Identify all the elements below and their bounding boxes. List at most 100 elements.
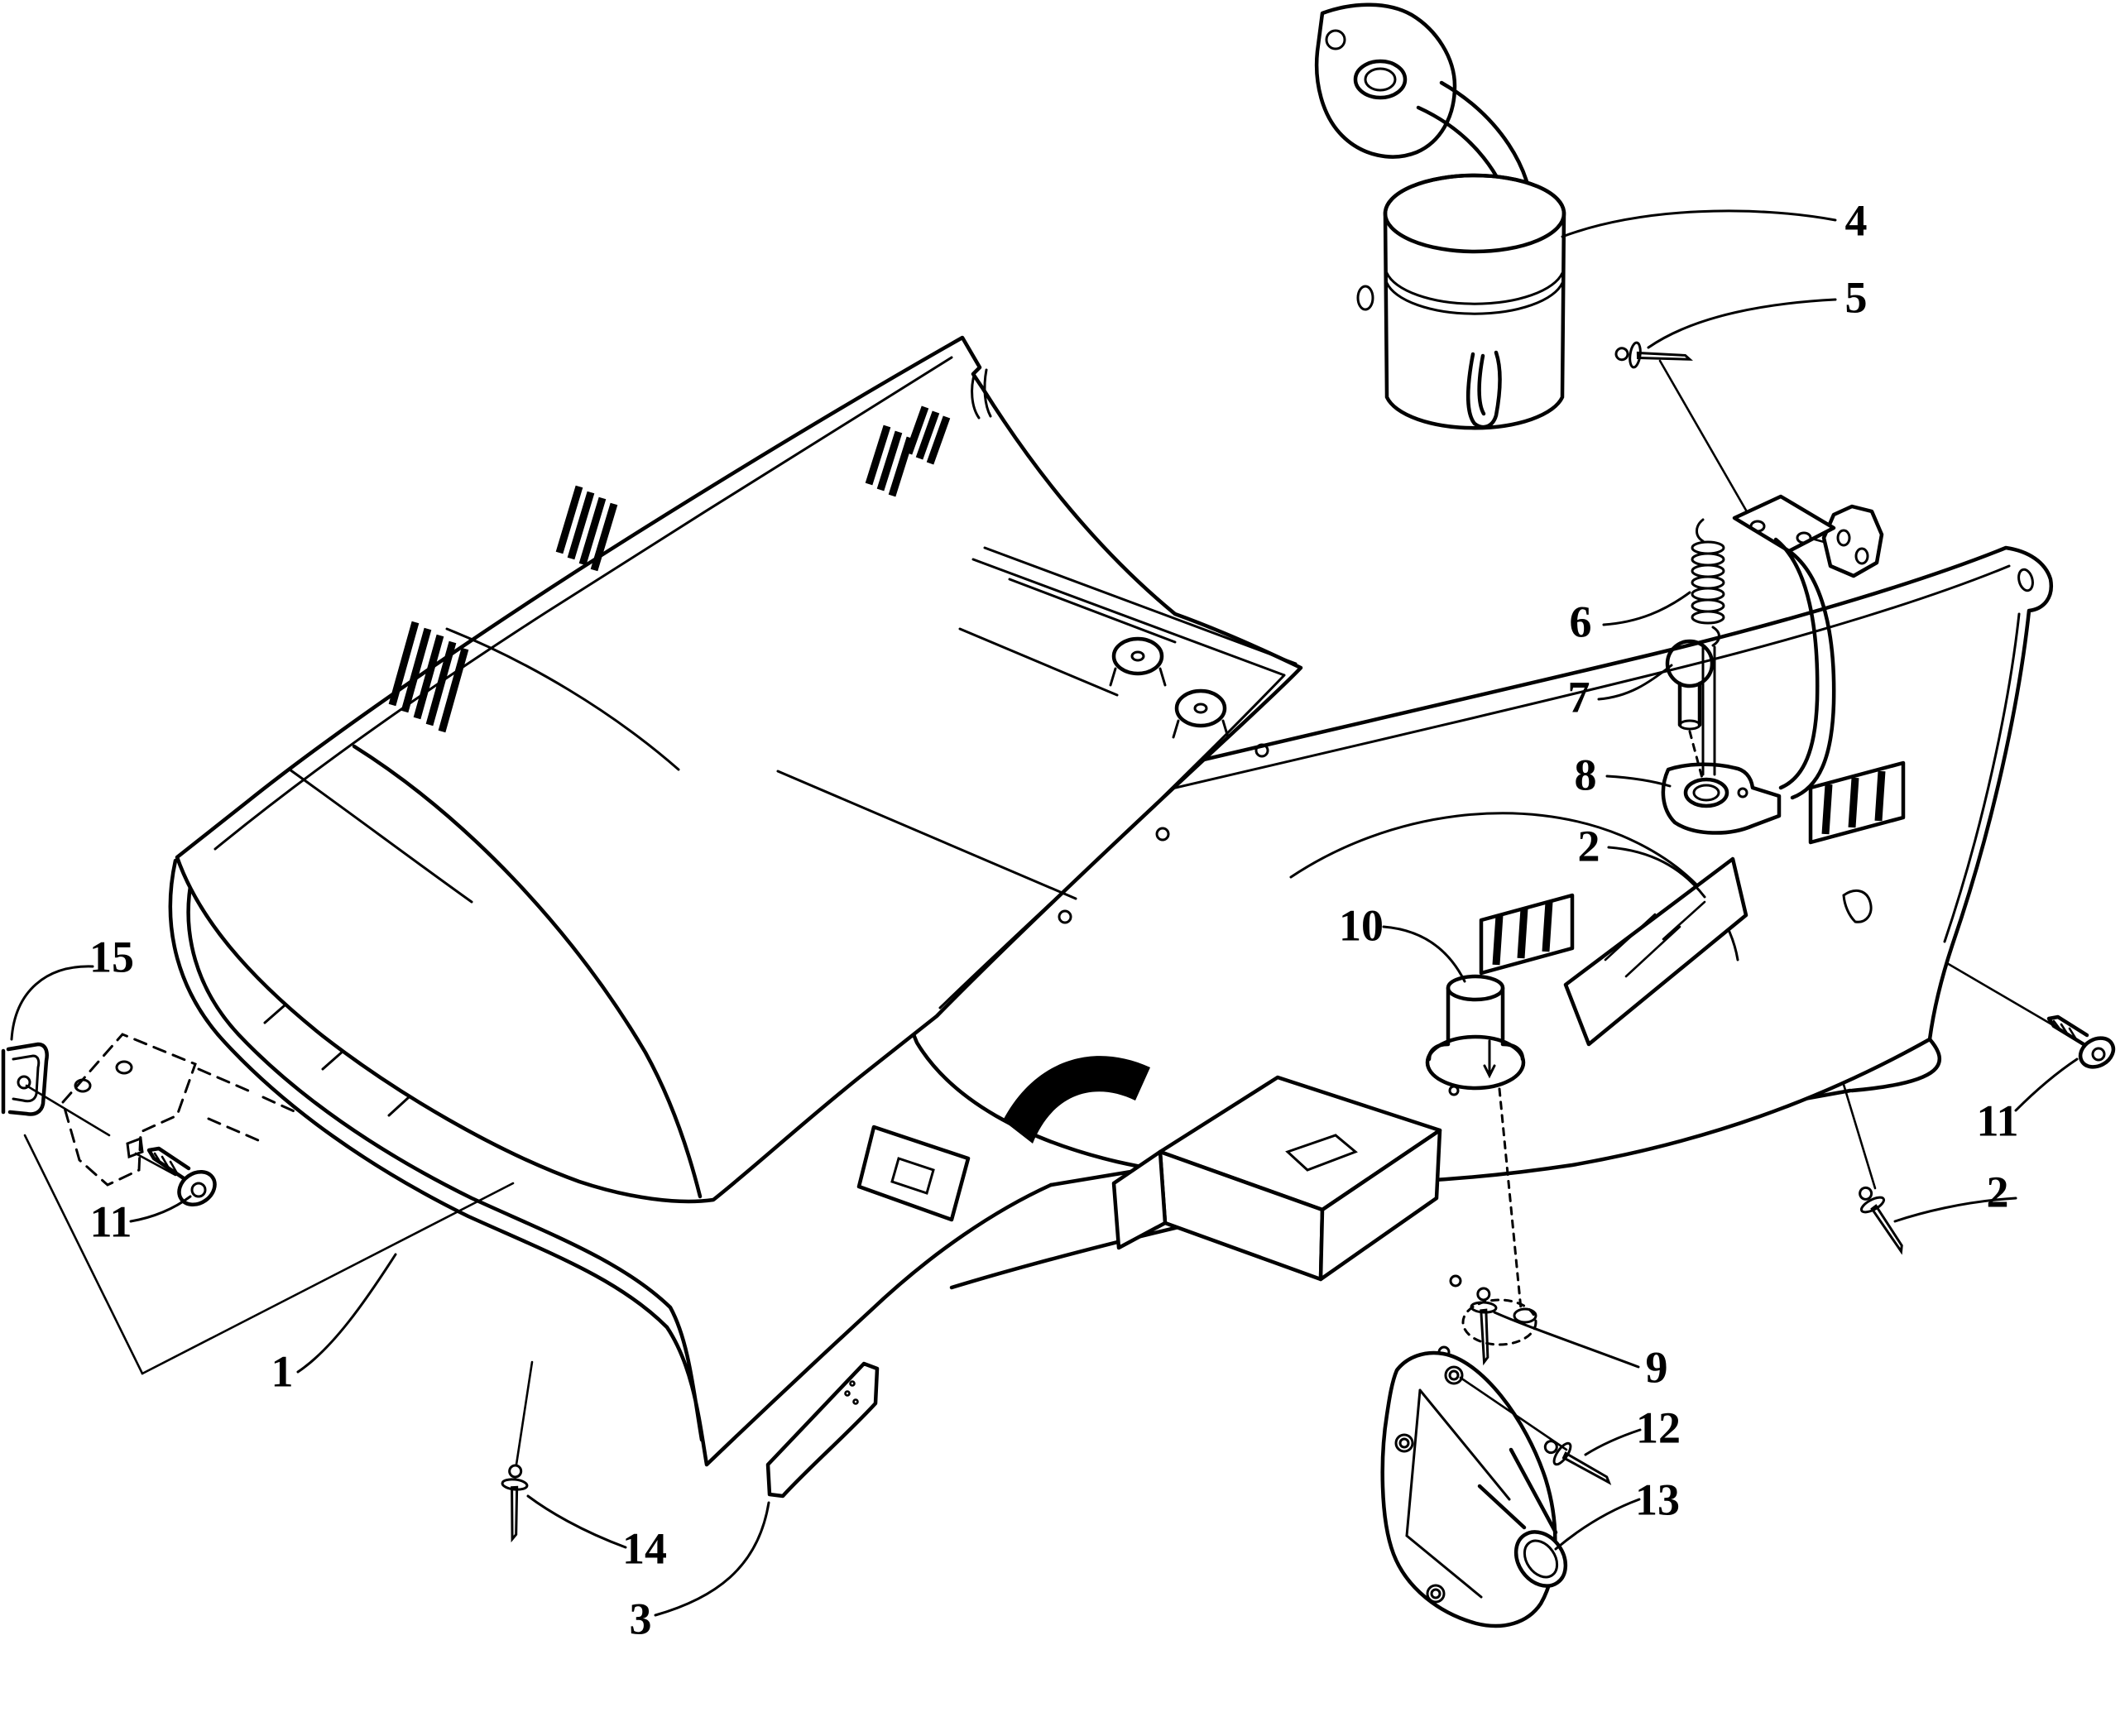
bracket-screw-line <box>134 1152 177 1177</box>
muffler-stub <box>1356 285 1374 311</box>
cover-rivet-line <box>1459 1376 1568 1451</box>
rivet-cap <box>1859 1186 1873 1201</box>
decal-strip-body <box>765 1361 880 1499</box>
leader-6 <box>1602 591 1691 626</box>
muffler-flange <box>1314 2 1457 159</box>
pan-nose-band <box>168 858 1053 1467</box>
callout-5: 5 <box>1845 272 1868 322</box>
decal-strip <box>765 1361 880 1499</box>
ball-knob <box>1665 639 1715 783</box>
side-panel-corner-tab <box>1842 889 1873 923</box>
callout-2-upper: 2 <box>1578 821 1600 870</box>
rivet-flange <box>1859 1196 1886 1214</box>
leader-9 <box>1493 1311 1640 1369</box>
rivet-cap <box>508 1464 523 1479</box>
leader-4 <box>1561 209 1837 238</box>
rivet-muffler-bracket <box>1614 341 1693 369</box>
callout-10: 10 <box>1339 900 1384 950</box>
callout-12: 12 <box>1636 1403 1681 1452</box>
console-bracket-wing <box>1111 1149 1168 1250</box>
callout-6: 6 <box>1570 597 1592 646</box>
slotted-plate <box>856 1125 971 1222</box>
leader-1 <box>296 1253 397 1374</box>
console-panel <box>175 335 1303 1204</box>
cover-hole <box>1448 1369 1460 1381</box>
leader-2-right <box>1893 1196 2017 1223</box>
callout-7: 7 <box>1568 672 1590 722</box>
leader-11-left <box>129 1195 192 1223</box>
hidden-bracket-dashes <box>197 1067 301 1142</box>
hanger-strap <box>1773 537 1836 800</box>
exhaust-spring <box>1691 518 1725 647</box>
muffler-clip <box>1466 350 1502 429</box>
screw-threads <box>2052 1019 2078 1041</box>
apex-clip <box>971 368 992 420</box>
leader-15 <box>10 965 94 1041</box>
left-small-parts <box>1 1033 301 1187</box>
clip-inner <box>12 1054 41 1103</box>
hex-plate-hole-2 <box>1854 547 1869 565</box>
console-bracket-side <box>1318 1128 1442 1282</box>
hidden-bracket-hole <box>115 1060 133 1075</box>
clip-outer <box>6 1042 49 1116</box>
vent-louvers-apex <box>865 405 951 497</box>
hanger-top-plate <box>1732 494 1836 554</box>
cover-inner-lines <box>1405 1388 1511 1599</box>
side-panel-louvers-front <box>1492 901 1553 966</box>
muffler-flange-hole-inner <box>1364 67 1397 92</box>
hanger-hole-1 <box>1749 520 1766 533</box>
decal-strip-texture <box>844 1390 851 1397</box>
knob-stem <box>1677 681 1702 727</box>
console-hump <box>352 744 703 1199</box>
rivet-flange <box>1629 341 1642 369</box>
rivet-flange <box>501 1478 529 1491</box>
callout-2-right: 2 <box>1987 1167 2009 1216</box>
rivet-upper <box>1470 1287 1498 1366</box>
rivet-shaft <box>1636 351 1693 361</box>
boss-top <box>1174 688 1227 728</box>
leader-5 <box>1647 298 1837 349</box>
screw-right <box>2046 1014 2116 1069</box>
callout-3: 3 <box>630 1594 652 1643</box>
muffler <box>1314 2 1566 430</box>
clip-alignment-line <box>25 1084 111 1137</box>
cover-hole <box>1398 1437 1410 1449</box>
leader-3 <box>654 1501 770 1617</box>
rivet-front-line <box>515 1360 534 1466</box>
boss-hole <box>1130 650 1145 662</box>
grommet-dashed-line <box>1498 1087 1523 1311</box>
rivet5-bracket-line <box>1658 359 1756 526</box>
tray-rim-hole-1 <box>1254 743 1269 758</box>
muffler-band <box>1385 271 1564 315</box>
screw-shank <box>146 1146 191 1181</box>
side-panel-louvers-rear <box>1821 770 1886 835</box>
callout-15: 15 <box>89 932 134 981</box>
spring-coil <box>1691 540 1725 555</box>
anchor-hole-inner <box>1692 784 1720 802</box>
leader-10 <box>1382 925 1466 983</box>
cover-hole <box>1430 1588 1441 1599</box>
callout-8: 8 <box>1575 750 1597 799</box>
side-panel-body <box>892 545 2054 1186</box>
vent-louvers-mid <box>555 485 618 572</box>
grommet-flange <box>1425 974 1526 1311</box>
screw-recess <box>190 1182 207 1198</box>
hex-mount-plate <box>1821 504 1884 578</box>
vent-louvers-left <box>388 621 469 733</box>
tray-rim-hole-2 <box>1155 827 1170 842</box>
cover-snout <box>1477 1447 1558 1535</box>
side-panel-louver-box-front <box>1479 893 1575 976</box>
console-bracket-slot <box>1285 1134 1358 1172</box>
pan-hole-small-1 <box>1449 1274 1462 1288</box>
rivet-shaft <box>1561 1451 1612 1485</box>
callout-1: 1 <box>271 1346 294 1396</box>
muffler-mount <box>1614 341 1884 835</box>
muffler-flange-bolt <box>1325 29 1346 50</box>
construction-lines <box>23 359 2070 1466</box>
rivet-flange <box>1552 1441 1572 1466</box>
callout-13: 13 <box>1635 1475 1680 1524</box>
spring-hook-top <box>1696 518 1705 543</box>
decal-sheet <box>1563 856 1748 1047</box>
